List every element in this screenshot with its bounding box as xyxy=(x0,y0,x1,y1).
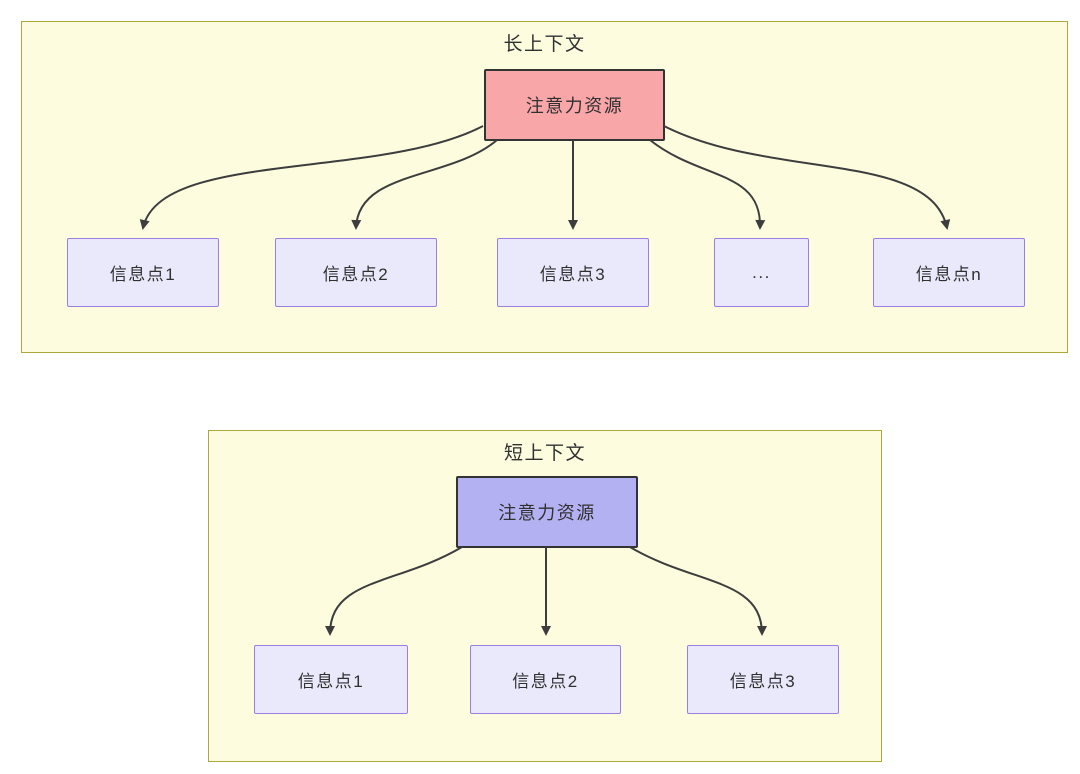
short-info-point-2: 信息点2 xyxy=(470,645,621,714)
long-info-point-n: 信息点n xyxy=(873,238,1025,307)
long-info-point-2: 信息点2 xyxy=(275,238,437,307)
short-context-group: 短上下文 注意力资源 信息点1 信息点2 信息点3 xyxy=(208,430,882,762)
long-context-title: 长上下文 xyxy=(503,34,586,55)
long-info-point-1: 信息点1 xyxy=(67,238,219,307)
short-info-point-1: 信息点1 xyxy=(254,645,408,714)
long-info-point-3: 信息点3 xyxy=(497,238,649,307)
long-attention-box: 注意力资源 xyxy=(484,69,665,141)
long-context-group: 长上下文 注意力资源 信息点1 信息点2 信息点3 ... 信息点n xyxy=(21,21,1068,353)
short-attention-box: 注意力资源 xyxy=(456,476,638,548)
long-info-point-ellipsis: ... xyxy=(714,238,809,307)
short-context-title: 短上下文 xyxy=(503,443,586,464)
short-info-point-3: 信息点3 xyxy=(687,645,839,714)
